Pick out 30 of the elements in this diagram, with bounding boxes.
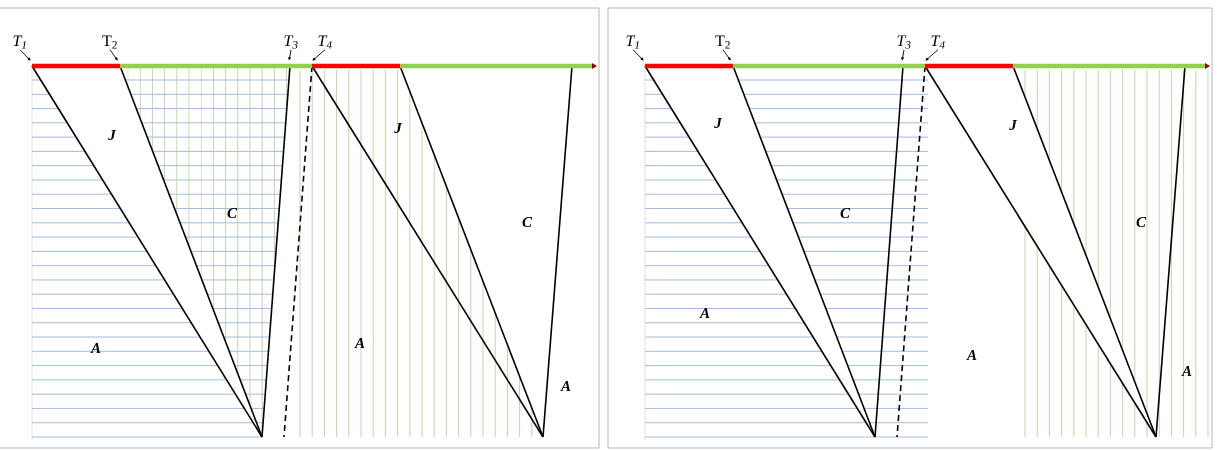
region-label: A <box>90 343 101 353</box>
region-label: J <box>394 123 403 133</box>
leader-arrow <box>19 49 31 61</box>
time-label: T$_{1}$ <box>13 35 26 49</box>
region-label: J <box>1009 120 1018 130</box>
leader-arrow <box>722 49 731 61</box>
region-label: C <box>1136 216 1147 228</box>
region-label: C <box>227 207 238 219</box>
time-label: T$_{4}$ <box>931 35 945 49</box>
region-label: A <box>966 350 977 360</box>
leader-arrow <box>632 49 644 61</box>
time-label: T$_{1}$ <box>626 35 639 49</box>
time-label: T$_{2}$ <box>715 35 730 49</box>
region-label: J <box>714 118 723 128</box>
leader-arrow <box>925 49 939 61</box>
region-label: C <box>522 216 533 228</box>
region-label: A <box>560 381 571 391</box>
time-label: T$_{3}$ <box>897 35 911 49</box>
leader-arrow <box>312 49 326 61</box>
region-label: J <box>108 130 117 140</box>
leader-arrow <box>109 49 118 61</box>
time-label: T$_{3}$ <box>284 35 298 49</box>
time-label: T$_{4}$ <box>318 35 332 49</box>
region-label: C <box>840 207 851 219</box>
leader-arrow <box>901 49 905 61</box>
time-label: T$_{2}$ <box>102 35 117 49</box>
region-label: A <box>354 338 365 348</box>
region-label: A <box>699 308 710 318</box>
region-label: A <box>1181 366 1192 376</box>
leader-arrow <box>288 49 292 61</box>
